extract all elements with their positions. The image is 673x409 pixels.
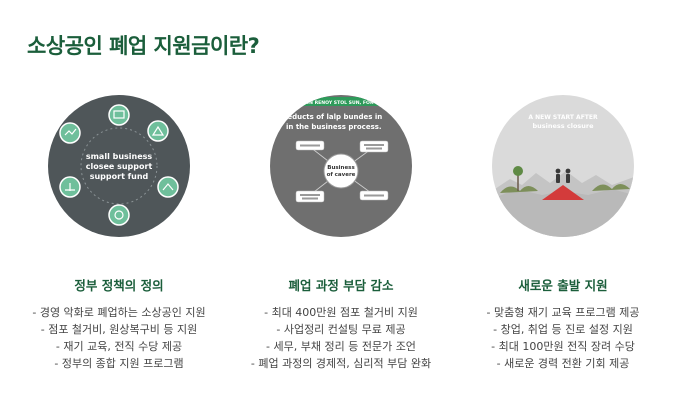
new-start-scene: A NEW START AFTER business closure — [492, 114, 634, 237]
list-item: - 새로운 경력 전환 기회 제공 — [496, 357, 630, 370]
image-banner — [270, 97, 412, 106]
image-banner-text: REDUCTION RENOY STOL SUN, FOR FOTORES — [283, 100, 399, 106]
process-illustration: REDUCTION RENOY STOL SUN, FOR FOTORES Re… — [270, 95, 412, 237]
process-diagram: REDUCTION RENOY STOL SUN, FOR FOTORES Re… — [270, 97, 412, 203]
image-center-line-1: Business — [327, 165, 355, 171]
image-text-line-2: closee support — [86, 162, 153, 171]
card-title: 새로운 출발 지원 — [518, 278, 608, 293]
list-item: - 정부의 종합 지원 프로그램 — [54, 357, 184, 370]
list-item: - 점포 철거비, 원상복구비 등 지원 — [40, 323, 198, 336]
list-item: - 경영 악화로 폐업하는 소상공인 지원 — [32, 306, 206, 319]
list-item: - 최대 400만원 점포 철거비 지원 — [264, 306, 418, 319]
list-item: - 세무, 부채 정리 등 전문가 조언 — [266, 340, 416, 353]
list-item: - 폐업 과정의 경제적, 심리적 부담 완화 — [250, 357, 432, 370]
bullet-list: - 맞춤형 재기 교육 프로그램 제공 - 창업, 취업 등 진로 설정 지원 … — [456, 304, 670, 372]
policy-illustration: small business closee support support fu… — [48, 95, 190, 237]
image-heading-line-1: Reducts of lalp bundes in — [282, 113, 382, 121]
list-item: - 사업정리 컨설팅 무료 제공 — [276, 323, 406, 336]
bullet-list: - 경영 악화로 폐업하는 소상공인 지원 - 점포 철거비, 원상복구비 등 … — [12, 304, 226, 372]
red-flag-icon — [542, 185, 584, 200]
list-item: - 맞춤형 재기 교육 프로그램 제공 — [486, 306, 640, 319]
card-policy-definition: small business closee support support fu… — [12, 95, 226, 372]
image-text-line-2: business closure — [532, 122, 594, 130]
card-new-start: A NEW START AFTER business closure 새로운 출… — [456, 95, 670, 372]
card-title: 폐업 과정 부담 감소 — [288, 278, 394, 293]
card-burden-reduction: REDUCTION RENOY STOL SUN, FOR FOTORES Re… — [234, 95, 448, 372]
page-title: 소상공인 폐업 지원금이란? — [27, 34, 260, 58]
list-item: - 최대 100만원 전직 장려 수당 — [491, 340, 635, 353]
list-item: - 창업, 취업 등 진로 설정 지원 — [493, 323, 633, 336]
new-start-illustration: A NEW START AFTER business closure — [492, 95, 634, 237]
list-item: - 재기 교육, 전직 수당 제공 — [55, 340, 183, 353]
card-title: 정부 정책의 정의 — [74, 278, 164, 293]
image-text-line-1: small business — [86, 152, 153, 161]
image-heading-line-2: in the business process. — [286, 123, 382, 131]
image-text-line-3: support fund — [90, 172, 149, 181]
policy-cycle-diagram: small business closee support support fu… — [59, 104, 179, 226]
bullet-list: - 최대 400만원 점포 철거비 지원 - 사업정리 컨설팅 무료 제공 - … — [234, 304, 448, 372]
image-center-line-2: of cavere — [327, 172, 356, 178]
image-text-line-1: A NEW START AFTER — [528, 114, 598, 121]
